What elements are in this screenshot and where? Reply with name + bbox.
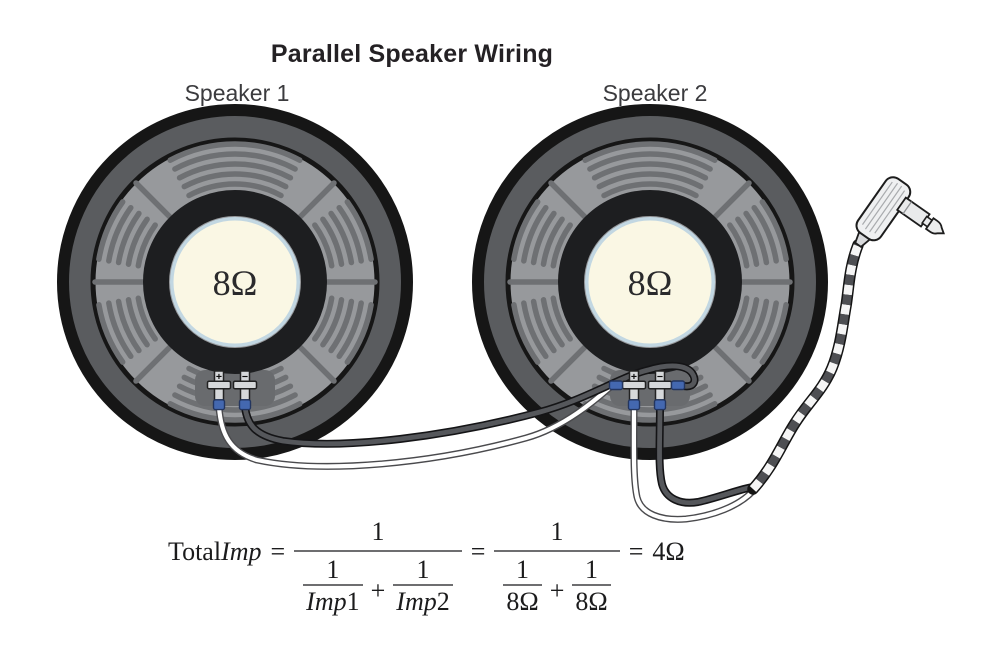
speaker-1: 8Ω bbox=[57, 104, 413, 460]
sub-numerator: 1 bbox=[416, 554, 430, 584]
imp-index: 2 bbox=[436, 587, 450, 617]
fraction-denominator: 1 Imp1 + 1 Imp2 bbox=[294, 549, 462, 617]
formula-result: 4Ω bbox=[652, 536, 685, 566]
speaker-2: 8Ω bbox=[472, 104, 828, 460]
equals-sign: = bbox=[628, 536, 644, 566]
sub-numerator: 1 bbox=[585, 554, 599, 584]
negative-jumper-wire bbox=[241, 361, 699, 448]
wire-core bbox=[657, 402, 756, 506]
formula-lhs-roman: Total bbox=[168, 536, 222, 566]
imp-label: Imp bbox=[396, 587, 437, 617]
terminal-lug bbox=[628, 387, 640, 401]
negative-output-wire bbox=[655, 401, 757, 507]
fraction-numerator: 1 bbox=[550, 517, 564, 546]
formula-fraction-numeric: 1 1 8Ω + 1 8Ω bbox=[494, 486, 620, 617]
equals-sign: = bbox=[470, 536, 486, 566]
speaker-2-label: Speaker 2 bbox=[602, 80, 708, 106]
fraction-numerator: 1 bbox=[371, 517, 385, 546]
cable-dark-strand bbox=[749, 243, 862, 492]
sub-denominator: 8Ω bbox=[572, 584, 611, 617]
speaker-1-label: Speaker 1 bbox=[184, 80, 290, 106]
side-wire-crimp bbox=[670, 380, 686, 391]
speaker-1-impedance: 8Ω bbox=[213, 263, 258, 303]
wire-crimp bbox=[238, 399, 252, 411]
wire-crimp bbox=[627, 399, 641, 411]
jack-plug bbox=[854, 176, 945, 248]
speaker-2-body bbox=[472, 104, 828, 460]
sub-denominator: Imp2 bbox=[393, 584, 453, 617]
speaker-1-body bbox=[57, 104, 413, 460]
sub-numerator: 1 bbox=[516, 554, 530, 584]
formula-lhs-italic: Imp bbox=[221, 536, 262, 566]
shaft-collar bbox=[902, 201, 913, 215]
wire-crimp bbox=[212, 399, 226, 411]
equals-sign: = bbox=[270, 536, 286, 566]
terminal-lug bbox=[654, 387, 666, 401]
diagram-title: Parallel Speaker Wiring bbox=[270, 40, 554, 68]
positive-sign-label: + bbox=[216, 371, 222, 383]
sub-fraction-8ohm-2: 1 8Ω bbox=[572, 554, 611, 617]
terminal-lug bbox=[239, 387, 251, 401]
jumper-wires bbox=[215, 361, 757, 523]
terminal-crossbar bbox=[232, 380, 258, 390]
wire-crimp bbox=[653, 399, 667, 411]
positive-sign-label: + bbox=[631, 371, 637, 383]
wire-core bbox=[242, 363, 697, 447]
sub-fraction-imp2: 1 Imp2 bbox=[393, 554, 453, 617]
positive-output-wire bbox=[630, 401, 757, 523]
speaker-1-positive-terminal: + bbox=[206, 370, 232, 411]
terminal-lug bbox=[213, 387, 225, 401]
sub-fraction-8ohm-1: 1 8Ω bbox=[503, 554, 542, 617]
formula-fraction-symbolic: 1 1 Imp1 + 1 Imp2 bbox=[294, 486, 462, 617]
imp-label: Imp bbox=[306, 587, 347, 617]
negative-sign-label: − bbox=[657, 371, 663, 383]
positive-jumper-wire bbox=[215, 382, 616, 470]
wire-core bbox=[216, 383, 615, 469]
twisted-cable bbox=[747, 239, 864, 495]
speaker-1-negative-terminal: − bbox=[232, 370, 258, 411]
sub-denominator: Imp1 bbox=[303, 584, 363, 617]
fraction-denominator: 1 8Ω + 1 8Ω bbox=[494, 549, 620, 617]
imp-index: 1 bbox=[346, 587, 360, 617]
speaker-2-negative-terminal: − bbox=[647, 370, 686, 411]
jack-tip bbox=[924, 216, 945, 235]
sub-numerator: 1 bbox=[326, 554, 340, 584]
grip-lines bbox=[861, 181, 906, 234]
plus-sign: + bbox=[370, 575, 386, 605]
cable-white-strand bbox=[749, 243, 862, 492]
negative-sign-label: − bbox=[242, 371, 248, 383]
speaker-2-positive-terminal: + bbox=[608, 370, 647, 411]
side-wire-crimp bbox=[608, 380, 624, 391]
plus-sign: + bbox=[549, 575, 565, 605]
sub-denominator: 8Ω bbox=[503, 584, 542, 617]
sub-fraction-imp1: 1 Imp1 bbox=[303, 554, 363, 617]
wire-core bbox=[631, 402, 756, 522]
speaker-2-impedance: 8Ω bbox=[628, 263, 673, 303]
terminal-crossbar bbox=[206, 380, 232, 390]
